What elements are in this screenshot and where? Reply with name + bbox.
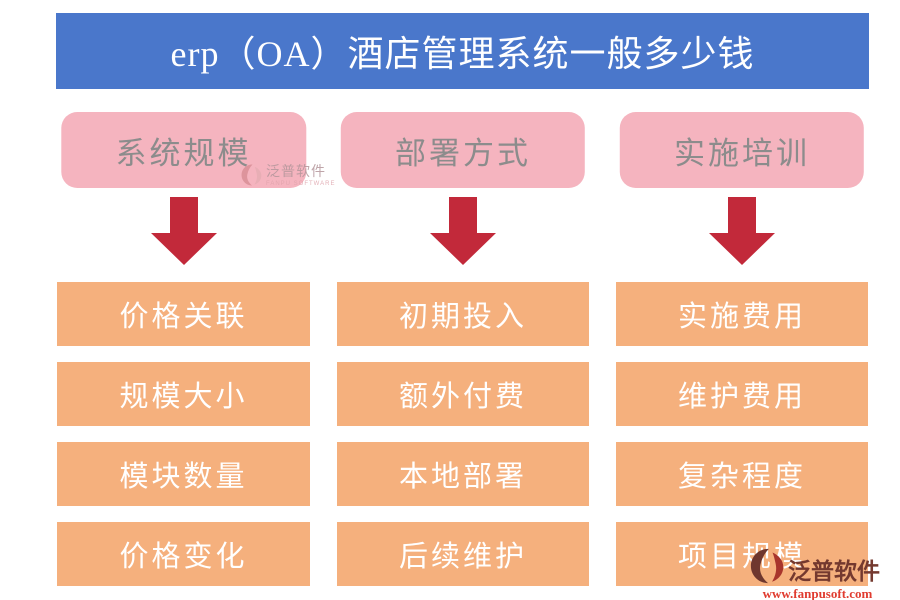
item-box: 模块数量 bbox=[57, 442, 310, 506]
column-header: 部署方式 bbox=[340, 112, 586, 188]
watermark-url-text: www.fanpusoft.com bbox=[762, 586, 873, 600]
item-box: 价格关联 bbox=[57, 282, 310, 346]
item-box: 项目规模 bbox=[616, 522, 868, 586]
column-header: 系统规模 bbox=[60, 112, 307, 188]
fanpu-logo-icon bbox=[750, 548, 786, 589]
item-box: 复杂程度 bbox=[616, 442, 868, 506]
item-box: 实施费用 bbox=[616, 282, 868, 346]
watermark-brand-text: 泛普软件 bbox=[266, 165, 326, 180]
item-box: 价格变化 bbox=[57, 522, 310, 586]
fanpu-logo-icon bbox=[241, 164, 263, 191]
down-arrow-icon bbox=[430, 197, 496, 265]
down-arrow-icon bbox=[709, 197, 775, 265]
item-box: 额外付费 bbox=[337, 362, 589, 426]
item-box: 维护费用 bbox=[616, 362, 868, 426]
column-implementation-training: 实施培训 实施费用 维护费用 复杂程度 项目规模 bbox=[616, 0, 868, 600]
page-title: erp（OA）酒店管理系统一般多少钱 bbox=[170, 34, 755, 74]
column-deployment: 部署方式 初期投入 额外付费 本地部署 后续维护 bbox=[337, 0, 589, 600]
item-box: 初期投入 bbox=[337, 282, 589, 346]
title-bar: erp（OA）酒店管理系统一般多少钱 bbox=[56, 13, 869, 89]
down-arrow-icon bbox=[150, 197, 217, 265]
column-header: 实施培训 bbox=[619, 112, 865, 188]
item-box: 后续维护 bbox=[337, 522, 589, 586]
item-box: 本地部署 bbox=[337, 442, 589, 506]
watermark-top: 泛普软件 FANPU SOFTWARE bbox=[241, 164, 335, 191]
watermark-bottom: 泛普软件 www.fanpusoft.com bbox=[750, 548, 885, 600]
column-system-scale: 系统规模 价格关联 规模大小 模块数量 价格变化 bbox=[57, 0, 310, 600]
watermark-subtext: FANPU SOFTWARE bbox=[266, 181, 336, 187]
item-box: 规模大小 bbox=[57, 362, 310, 426]
watermark-brand-text: 泛普软件 bbox=[788, 558, 880, 584]
